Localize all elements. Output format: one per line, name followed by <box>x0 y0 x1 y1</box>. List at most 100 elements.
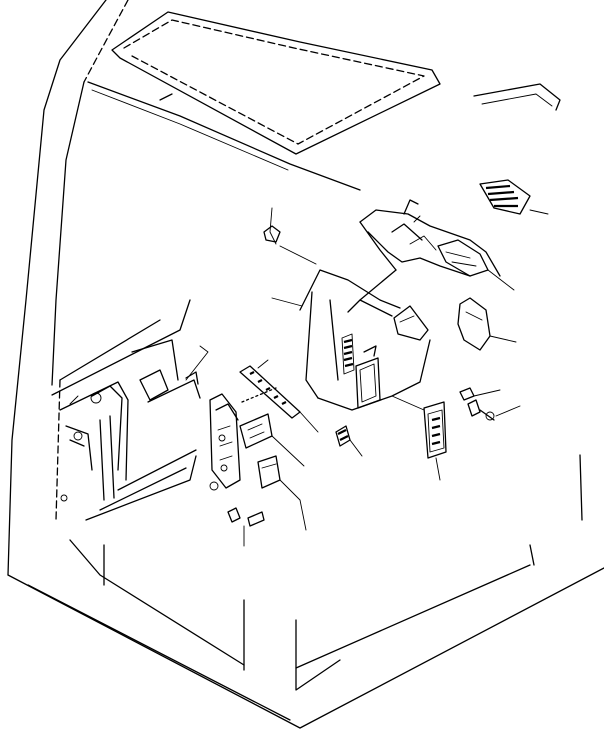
console-base-rail <box>117 449 197 491</box>
relay-block <box>239 413 273 449</box>
leader-top-clip <box>269 207 277 245</box>
cluster-leader <box>487 269 515 291</box>
right-parts <box>391 179 549 481</box>
cluster-tick <box>413 215 421 223</box>
dash-gauge-line <box>399 315 415 323</box>
left-pillar-inner <box>51 81 85 386</box>
floor-right-edge <box>295 564 531 669</box>
cab-frame <box>7 0 604 729</box>
bolt-leader <box>473 389 501 397</box>
roof-window-inner <box>123 19 425 145</box>
connector-box <box>257 455 281 489</box>
dash-grille <box>341 333 355 375</box>
fastener-1 <box>227 507 241 523</box>
cluster-stem <box>359 269 397 301</box>
cluster-top <box>359 209 501 277</box>
harness-strip <box>239 365 301 419</box>
console-base-rail-2 <box>99 467 187 511</box>
console-panel <box>65 425 93 471</box>
leader-fastener-3 <box>349 439 363 457</box>
leader-top-clip-2 <box>279 245 317 265</box>
right-upper-frame-inner <box>481 93 553 107</box>
washer <box>485 411 495 421</box>
console-detail <box>69 439 85 447</box>
fastener-3-thread <box>337 429 349 441</box>
dash-display-window <box>355 357 381 409</box>
washer-leader <box>495 405 521 417</box>
frame-tick <box>159 93 173 101</box>
console-post-b <box>109 415 115 499</box>
right-upper-frame <box>473 83 561 111</box>
alignment-dotted <box>241 387 277 403</box>
cluster-knob-base <box>391 223 423 241</box>
console-bolt-2 <box>73 431 83 441</box>
floor-frame-outer <box>7 567 604 729</box>
dash-left-edge <box>305 291 319 399</box>
left-console <box>51 299 209 521</box>
harness-strip-teeth <box>249 371 287 405</box>
floor-corner <box>295 619 341 691</box>
console-switch-block <box>139 369 169 401</box>
left-wall-dashed <box>55 379 61 521</box>
switch-panel-inner <box>427 409 445 453</box>
cluster-meter-lines <box>445 251 477 267</box>
right-bracket-line <box>465 311 483 321</box>
center-parts <box>209 207 363 547</box>
dash-small-switch <box>363 345 377 357</box>
vent-grille-slats <box>485 184 519 208</box>
switch-panel-leader <box>435 457 441 481</box>
front-dashboard <box>299 199 515 411</box>
top-clip <box>263 225 281 243</box>
console-leader <box>185 345 209 381</box>
console-bracket <box>91 385 123 471</box>
leader-relay <box>271 435 305 467</box>
bracket-hole-2 <box>220 464 228 472</box>
roof-window-outer <box>111 11 441 155</box>
left-pillar-outer <box>7 0 107 576</box>
leader-connector <box>279 479 307 531</box>
console-post-a <box>99 419 105 501</box>
bracket-hole-1 <box>218 434 226 442</box>
harness-strip-leader <box>257 359 269 369</box>
cluster-panel <box>409 235 437 251</box>
console-floor <box>85 455 197 521</box>
left-wall-top <box>51 299 191 396</box>
right-side-edge <box>579 454 583 521</box>
console-rear-box <box>131 339 179 381</box>
dash-display-inner <box>359 363 377 403</box>
left-wall-rib <box>59 319 161 381</box>
right-bracket <box>457 297 491 351</box>
cluster-left <box>359 221 397 271</box>
console-bolt-1 <box>90 392 102 404</box>
cluster-meter-box <box>437 239 489 277</box>
floor-front-edge <box>69 539 245 666</box>
dash-top <box>299 269 401 311</box>
dash-gauge-housing <box>393 305 429 341</box>
left-pillar-upper-dashed <box>83 0 129 83</box>
vent-grille <box>479 179 531 215</box>
console-side <box>59 381 129 481</box>
switch-panel-link <box>391 395 425 411</box>
right-bracket-leader <box>489 335 517 343</box>
switch-panel-keys <box>431 416 441 446</box>
bracket-plate-holes <box>217 425 233 461</box>
floor-frame-inner-left <box>27 584 291 721</box>
switch-panel <box>423 401 447 459</box>
cluster-hook <box>403 199 419 215</box>
bolt-head-1 <box>459 387 475 401</box>
leader-strip-end <box>299 411 319 433</box>
bolt-shank <box>479 409 495 421</box>
cluster-lower <box>367 231 471 277</box>
dash-fold <box>329 299 339 381</box>
bracket-plate-fold <box>215 403 239 421</box>
windshield-top-edge-inner <box>91 89 289 171</box>
leader-dash <box>271 297 303 307</box>
bracket-hole-3 <box>209 481 219 491</box>
console-bolt-3 <box>60 494 68 502</box>
console-tray <box>147 379 201 403</box>
fastener-2 <box>247 511 265 527</box>
console-mark-1 <box>69 395 79 405</box>
vent-leader <box>529 209 549 215</box>
windshield-top-edge <box>87 81 361 191</box>
